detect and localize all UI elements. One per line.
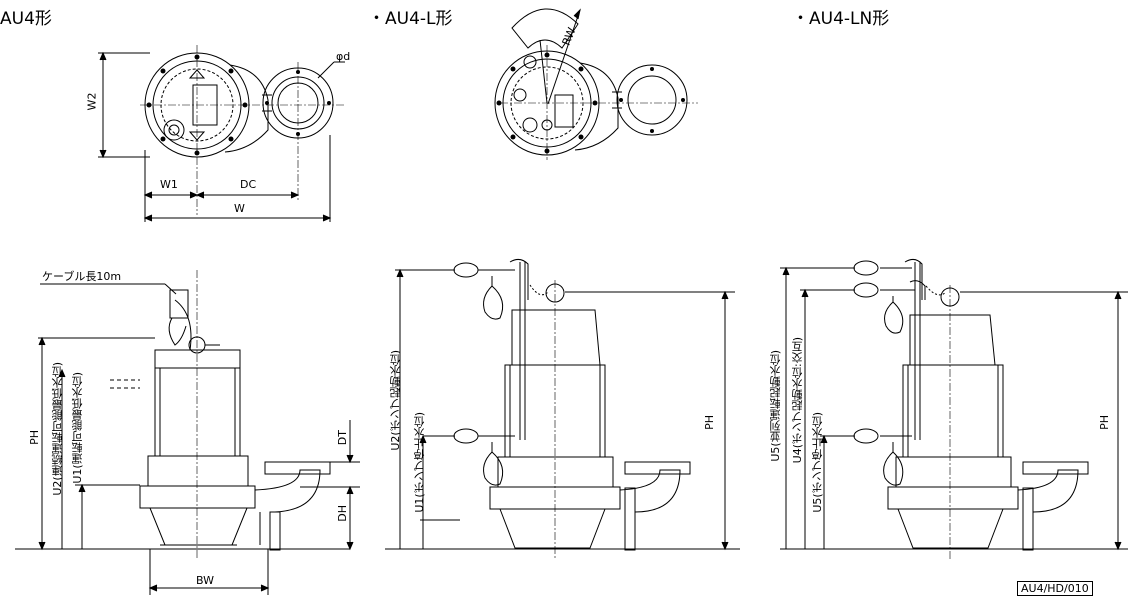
dim-ph-au4: PH [28, 430, 41, 445]
side-view-au4-ln [780, 259, 1128, 560]
dim-u2-start: U2(ポンプ起動水位) [389, 350, 402, 451]
dim-w1: W1 [160, 178, 178, 191]
dim-u5-parallel: U5(並列運転起動水位) [769, 350, 782, 462]
dim-bw: BW [196, 574, 215, 587]
dim-w: W [234, 202, 245, 215]
label-cable-length: ケーブル長10m [42, 270, 122, 283]
dim-ph-au4-ln: PH [1098, 415, 1111, 430]
top-view-au4 [98, 45, 345, 222]
side-view-au4 [15, 270, 360, 595]
dim-ph-au4-l: PH [703, 415, 716, 430]
dim-dc: DC [240, 178, 257, 191]
dim-w2: W2 [85, 92, 99, 111]
dim-u1-stop: U1(ポンプ停止水位) [413, 412, 426, 513]
dim-dh: DH [336, 505, 349, 522]
title-au4-l: ・AU4-L形 [368, 9, 453, 29]
dim-dt: DT [336, 430, 349, 446]
title-au4: AU4形 [0, 9, 52, 29]
dim-u2-continuous: U2(連続運転可能最低水位) [51, 362, 64, 496]
dim-phi-d: φd [336, 50, 351, 63]
side-view-au4-l [385, 259, 740, 560]
top-view-au4-l [495, 9, 698, 160]
dim-u1-min: U1(運転可能最低水位) [71, 372, 84, 484]
dim-u5-stop: U5(ポンプ停止水位) [811, 412, 824, 513]
drawing-reference-number: AU4/HD/010 [1017, 581, 1093, 596]
title-au4-ln: ・AU4-LN形 [792, 9, 890, 29]
dim-u4-start: U4(ポンプ起動水位:交互) [791, 337, 804, 464]
